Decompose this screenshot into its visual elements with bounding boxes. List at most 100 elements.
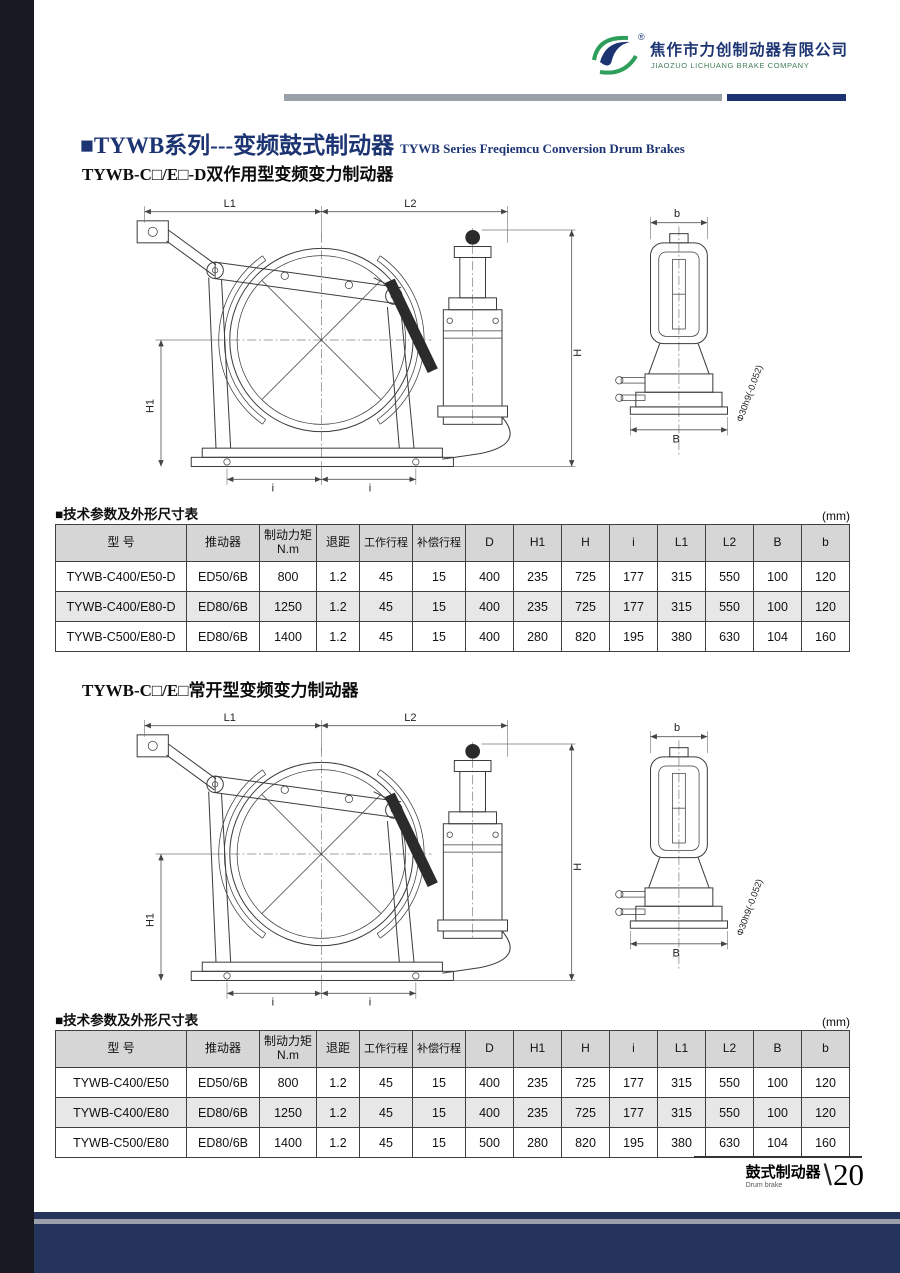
page-footer: 鼓式制动器 Drum brake \ 20 [688,1157,864,1192]
table-cell: 160 [801,1127,850,1158]
column-header: 退距 [316,524,360,562]
table-cell: 725 [561,1067,610,1098]
column-header: L1 [657,1030,706,1068]
table-cell: 725 [561,1097,610,1128]
column-header: 补偿行程 [412,524,466,562]
table-cell: 315 [657,591,706,622]
table-cell: 104 [753,1127,802,1158]
section2-table-title-row: ■技术参数及外形尺寸表 (mm) [55,1009,850,1029]
dimensions-front: L1 L2 H H1 i i [144,198,584,494]
table-cell: 820 [561,621,610,652]
column-header: L1 [657,524,706,562]
company-name-en: JIAOZUO LICHUANG BRAKE COMPANY [651,61,810,70]
table-cell: 550 [705,1097,754,1128]
table-cell: 45 [359,621,413,652]
table-cell: 800 [259,561,317,592]
table-cell: 177 [609,1097,658,1128]
table-cell: 45 [359,591,413,622]
table-cell: 15 [412,1097,466,1128]
dim-label-i-right: i [369,482,371,494]
column-header: D [465,524,514,562]
table-cell: TYWB-C400/E50-D [55,561,187,592]
dim-label-H: H [572,349,584,357]
left-edge-bar [0,0,34,1273]
dimensions-front: L1 L2 H H1 i i [144,712,584,1008]
table-cell: 315 [657,1067,706,1098]
table-cell: 15 [412,591,466,622]
page-number: 20 [833,1157,864,1192]
brake-frame [136,734,454,982]
table-cell: TYWB-C500/E80-D [55,621,187,652]
dim-label-H1: H1 [145,399,157,413]
table-cell: 177 [609,561,658,592]
column-header: D [465,1030,514,1068]
company-name-cn: 焦作市力创制动器有限公司 [650,42,849,59]
dim-label-b: b [674,722,680,734]
dim-label-B: B [672,434,679,446]
column-header: H1 [513,524,562,562]
table-cell: 1.2 [316,1067,360,1098]
table-cell: TYWB-C500/E80 [55,1127,187,1158]
footer-label-cn: 鼓式制动器 [745,1164,821,1182]
table-cell: 1400 [259,1127,317,1158]
table-cell: 500 [465,1127,514,1158]
dim-label-shaft-diameter: Φ30h9(-0.052) [735,364,765,424]
side-view [615,233,729,415]
section2-table-title: ■技术参数及外形尺寸表 [55,1013,199,1028]
footer-rule [694,1156,862,1158]
table-cell: 45 [359,1127,413,1158]
dim-label-shaft-diameter: Φ30h9(-0.052) [735,878,765,938]
table-cell: 104 [753,621,802,652]
dim-label-L1: L1 [224,712,236,724]
table-cell: 45 [359,1067,413,1098]
center-lines [214,226,680,458]
table-cell: 195 [609,1127,658,1158]
table-cell: 400 [465,1097,514,1128]
column-header: b [801,524,850,562]
table-cell: 15 [412,561,466,592]
table-cell: 120 [801,1097,850,1128]
table-cell: 120 [801,1067,850,1098]
company-logo: ® [592,32,645,75]
registered-mark: ® [638,32,645,42]
table-cell: 725 [561,591,610,622]
table-cell: 380 [657,1127,706,1158]
column-header: 型 号 [55,524,187,562]
table-cell: 1.2 [316,621,360,652]
column-header: B [753,1030,802,1068]
table-cell: 235 [513,1097,562,1128]
table-cell: 120 [801,591,850,622]
table-cell: 235 [513,561,562,592]
table-cell: 177 [609,1067,658,1098]
table-cell: 100 [753,1067,802,1098]
technical-drawing-1: L1 L2 H H1 i i [78,186,798,494]
dim-label-i-right: i [369,996,371,1008]
dim-label-H1: H1 [145,913,157,927]
table-cell: 45 [359,561,413,592]
column-header: 推动器 [186,524,260,562]
section2-unit-label: (mm) [822,1015,850,1029]
footer-separator: \ [823,1158,832,1192]
table-cell: 100 [753,561,802,592]
dim-label-b: b [674,208,680,220]
column-header: i [609,1030,658,1068]
table-cell: 630 [705,621,754,652]
thruster [437,744,511,974]
side-view [615,747,729,929]
table-cell: 380 [657,621,706,652]
table-cell: ED50/6B [186,1067,260,1098]
column-header: B [753,524,802,562]
table-cell: 235 [513,591,562,622]
table-cell: 1.2 [316,591,360,622]
spring-rod [373,791,438,887]
column-header: H [561,1030,610,1068]
dim-label-H: H [572,863,584,871]
table-cell: 1250 [259,591,317,622]
table-cell: 1.2 [316,561,360,592]
column-header: 制动力矩 N.m [259,524,317,562]
